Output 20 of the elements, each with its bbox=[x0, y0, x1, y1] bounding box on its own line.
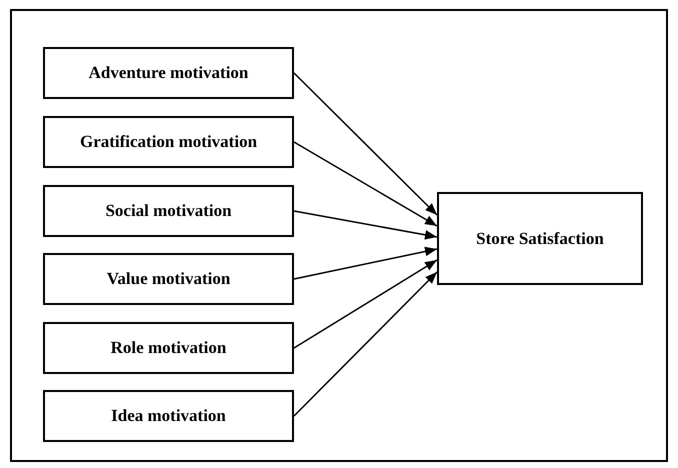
arrow bbox=[294, 141, 438, 227]
box-label: Idea motivation bbox=[111, 406, 226, 426]
arrow bbox=[294, 259, 438, 349]
box-label: Adventure motivation bbox=[88, 63, 248, 83]
arrow bbox=[294, 210, 438, 240]
concept-box bbox=[43, 322, 294, 374]
concept-box bbox=[43, 47, 294, 99]
concept-box bbox=[43, 116, 294, 168]
box-label: Store Satisfaction bbox=[476, 228, 604, 248]
box-label: Role motivation bbox=[110, 338, 226, 358]
concept-box bbox=[43, 185, 294, 237]
arrow bbox=[293, 72, 438, 216]
arrow bbox=[294, 246, 438, 280]
concept-box bbox=[43, 390, 294, 442]
box-label: Gratification motivation bbox=[80, 132, 258, 152]
arrow bbox=[293, 271, 438, 417]
concept-box bbox=[43, 253, 294, 305]
box-label: Social motivation bbox=[105, 201, 232, 221]
box-label: Value motivation bbox=[106, 269, 230, 289]
concept-box bbox=[437, 192, 643, 285]
